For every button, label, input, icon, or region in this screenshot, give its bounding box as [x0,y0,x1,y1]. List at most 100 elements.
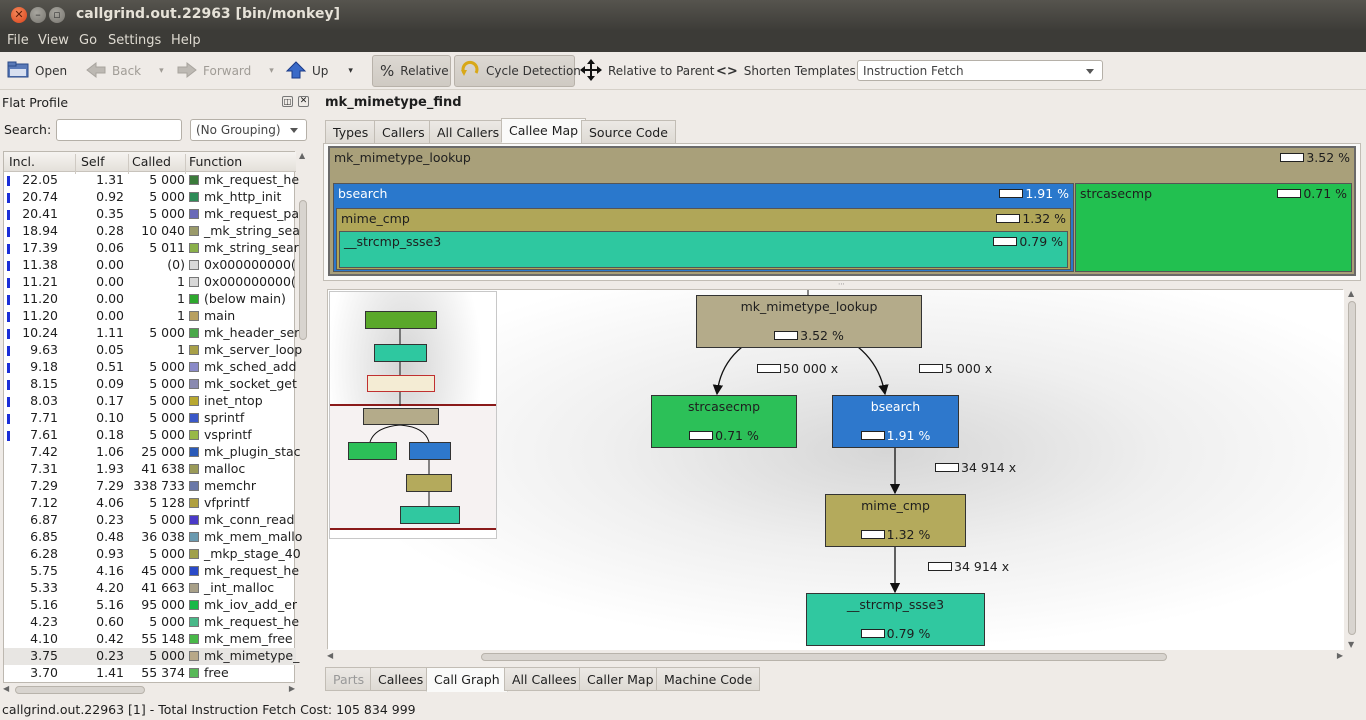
list-vertical-scrollbar[interactable]: ▲ [299,151,306,160]
back-button[interactable]: Back ▾ [86,52,164,90]
tab-call-graph[interactable]: Call Graph [426,667,508,692]
tab-all-callees[interactable]: All Callees [504,667,585,691]
call-graph-panel[interactable]: mk_mimetype_lookup 3.52 % strcasecmp 0.7… [327,289,1344,650]
treemap-strcasecmp[interactable]: strcasecmp 0.71 % [1075,183,1352,272]
tab-callers[interactable]: Callers [374,120,433,144]
menu-file[interactable]: File [7,33,29,48]
treemap-strcmp-ssse3[interactable]: __strcmp_ssse3 0.79 % [339,231,1068,268]
cost-bar [7,244,10,254]
list-horizontal-scrollbar[interactable]: ◀ ▶ [3,684,295,694]
search-input[interactable] [56,119,182,141]
relative-button[interactable]: % Relative [380,52,449,90]
graph-node-strcmp-ssse3[interactable]: __strcmp_ssse3 0.79 % [806,593,985,646]
tab-types[interactable]: Types [325,120,377,144]
graph-overview[interactable] [329,291,497,539]
forward-button[interactable]: Forward ▾ [177,52,274,90]
tab-source-code[interactable]: Source Code [581,120,676,144]
menu-view[interactable]: View [38,33,69,48]
up-button[interactable]: Up ▾ [285,52,353,90]
float-panel-icon[interactable]: ◫ [282,96,293,107]
splitter-handle[interactable]: ⋯ [838,280,845,288]
treemap-strcmp-label: __strcmp_ssse3 [344,234,442,249]
tab-machine-code[interactable]: Machine Code [656,667,761,691]
column-called[interactable]: Called [132,154,171,169]
color-swatch [189,345,199,355]
column-function[interactable]: Function [189,154,243,169]
up-dropdown-icon[interactable]: ▾ [348,66,353,76]
tab-callees[interactable]: Callees [370,667,432,691]
tab-callee-map[interactable]: Callee Map [501,118,587,143]
menu-help[interactable]: Help [171,33,201,48]
graph-node-mime-cmp[interactable]: mime_cmp 1.32 % [825,494,966,547]
maximize-window-button[interactable]: ▫ [49,7,65,23]
forward-dropdown-icon[interactable]: ▾ [269,66,274,76]
menu-settings[interactable]: Settings [108,33,162,48]
menu-go[interactable]: Go [79,33,98,48]
edge-label-mime-cmp-strcmp[interactable]: 34 914 x [928,559,1009,574]
column-self[interactable]: Self [81,154,105,169]
self-cell: 5.16 [96,597,124,612]
tab-parts[interactable]: Parts [325,667,373,691]
graph-node-strcasecmp[interactable]: strcasecmp 0.71 % [651,395,797,448]
edge-label-lookup-strcasecmp[interactable]: 50 000 x [757,361,838,376]
relative-to-parent-button[interactable]: Relative to Parent [580,52,714,90]
grouping-select[interactable]: (No Grouping) [190,119,307,141]
treemap-root[interactable]: mk_mimetype_lookup 3.52 % [330,148,1354,274]
edge-label-bsearch-mime-cmp[interactable]: 34 914 x [935,460,1016,475]
graph-node-bsearch[interactable]: bsearch 1.91 % [832,395,959,448]
tab-all-callers[interactable]: All Callers [429,120,508,144]
cycle-detection-toggle[interactable] [454,55,575,87]
column-incl[interactable]: Incl. [9,154,35,169]
graph-horizontal-scrollbar[interactable]: ◀ ▶ [327,651,1343,661]
cycle-detection-label: Cycle Detection [486,64,581,78]
graph-vertical-scrollbar[interactable]: ▲ ▼ [1348,289,1356,649]
tab-caller-map[interactable]: Caller Map [579,667,662,691]
incl-cell: 6.87 [30,512,58,527]
minimize-window-button[interactable]: – [30,7,46,23]
open-button[interactable]: Open [7,52,67,90]
graph-node-mk-mimetype-lookup[interactable]: mk_mimetype_lookup 3.52 % [696,295,922,348]
shorten-templates-button[interactable]: <> Shorten Templates [716,52,856,90]
edge-label-lookup-bsearch[interactable]: 5 000 x [919,361,992,376]
list-scroll-thumb[interactable] [299,200,307,340]
cycle-detection-button[interactable]: Cycle Detection [460,52,581,90]
relative-toggle[interactable] [372,55,451,87]
back-dropdown-icon[interactable]: ▾ [159,66,164,76]
close-panel-icon[interactable]: ✕ [298,96,309,107]
called-cell: 5 000 [149,359,185,374]
function-cell: main [204,308,236,323]
event-type-select[interactable]: Instruction Fetch [857,60,1103,81]
close-window-button[interactable]: ✕ [11,7,27,23]
